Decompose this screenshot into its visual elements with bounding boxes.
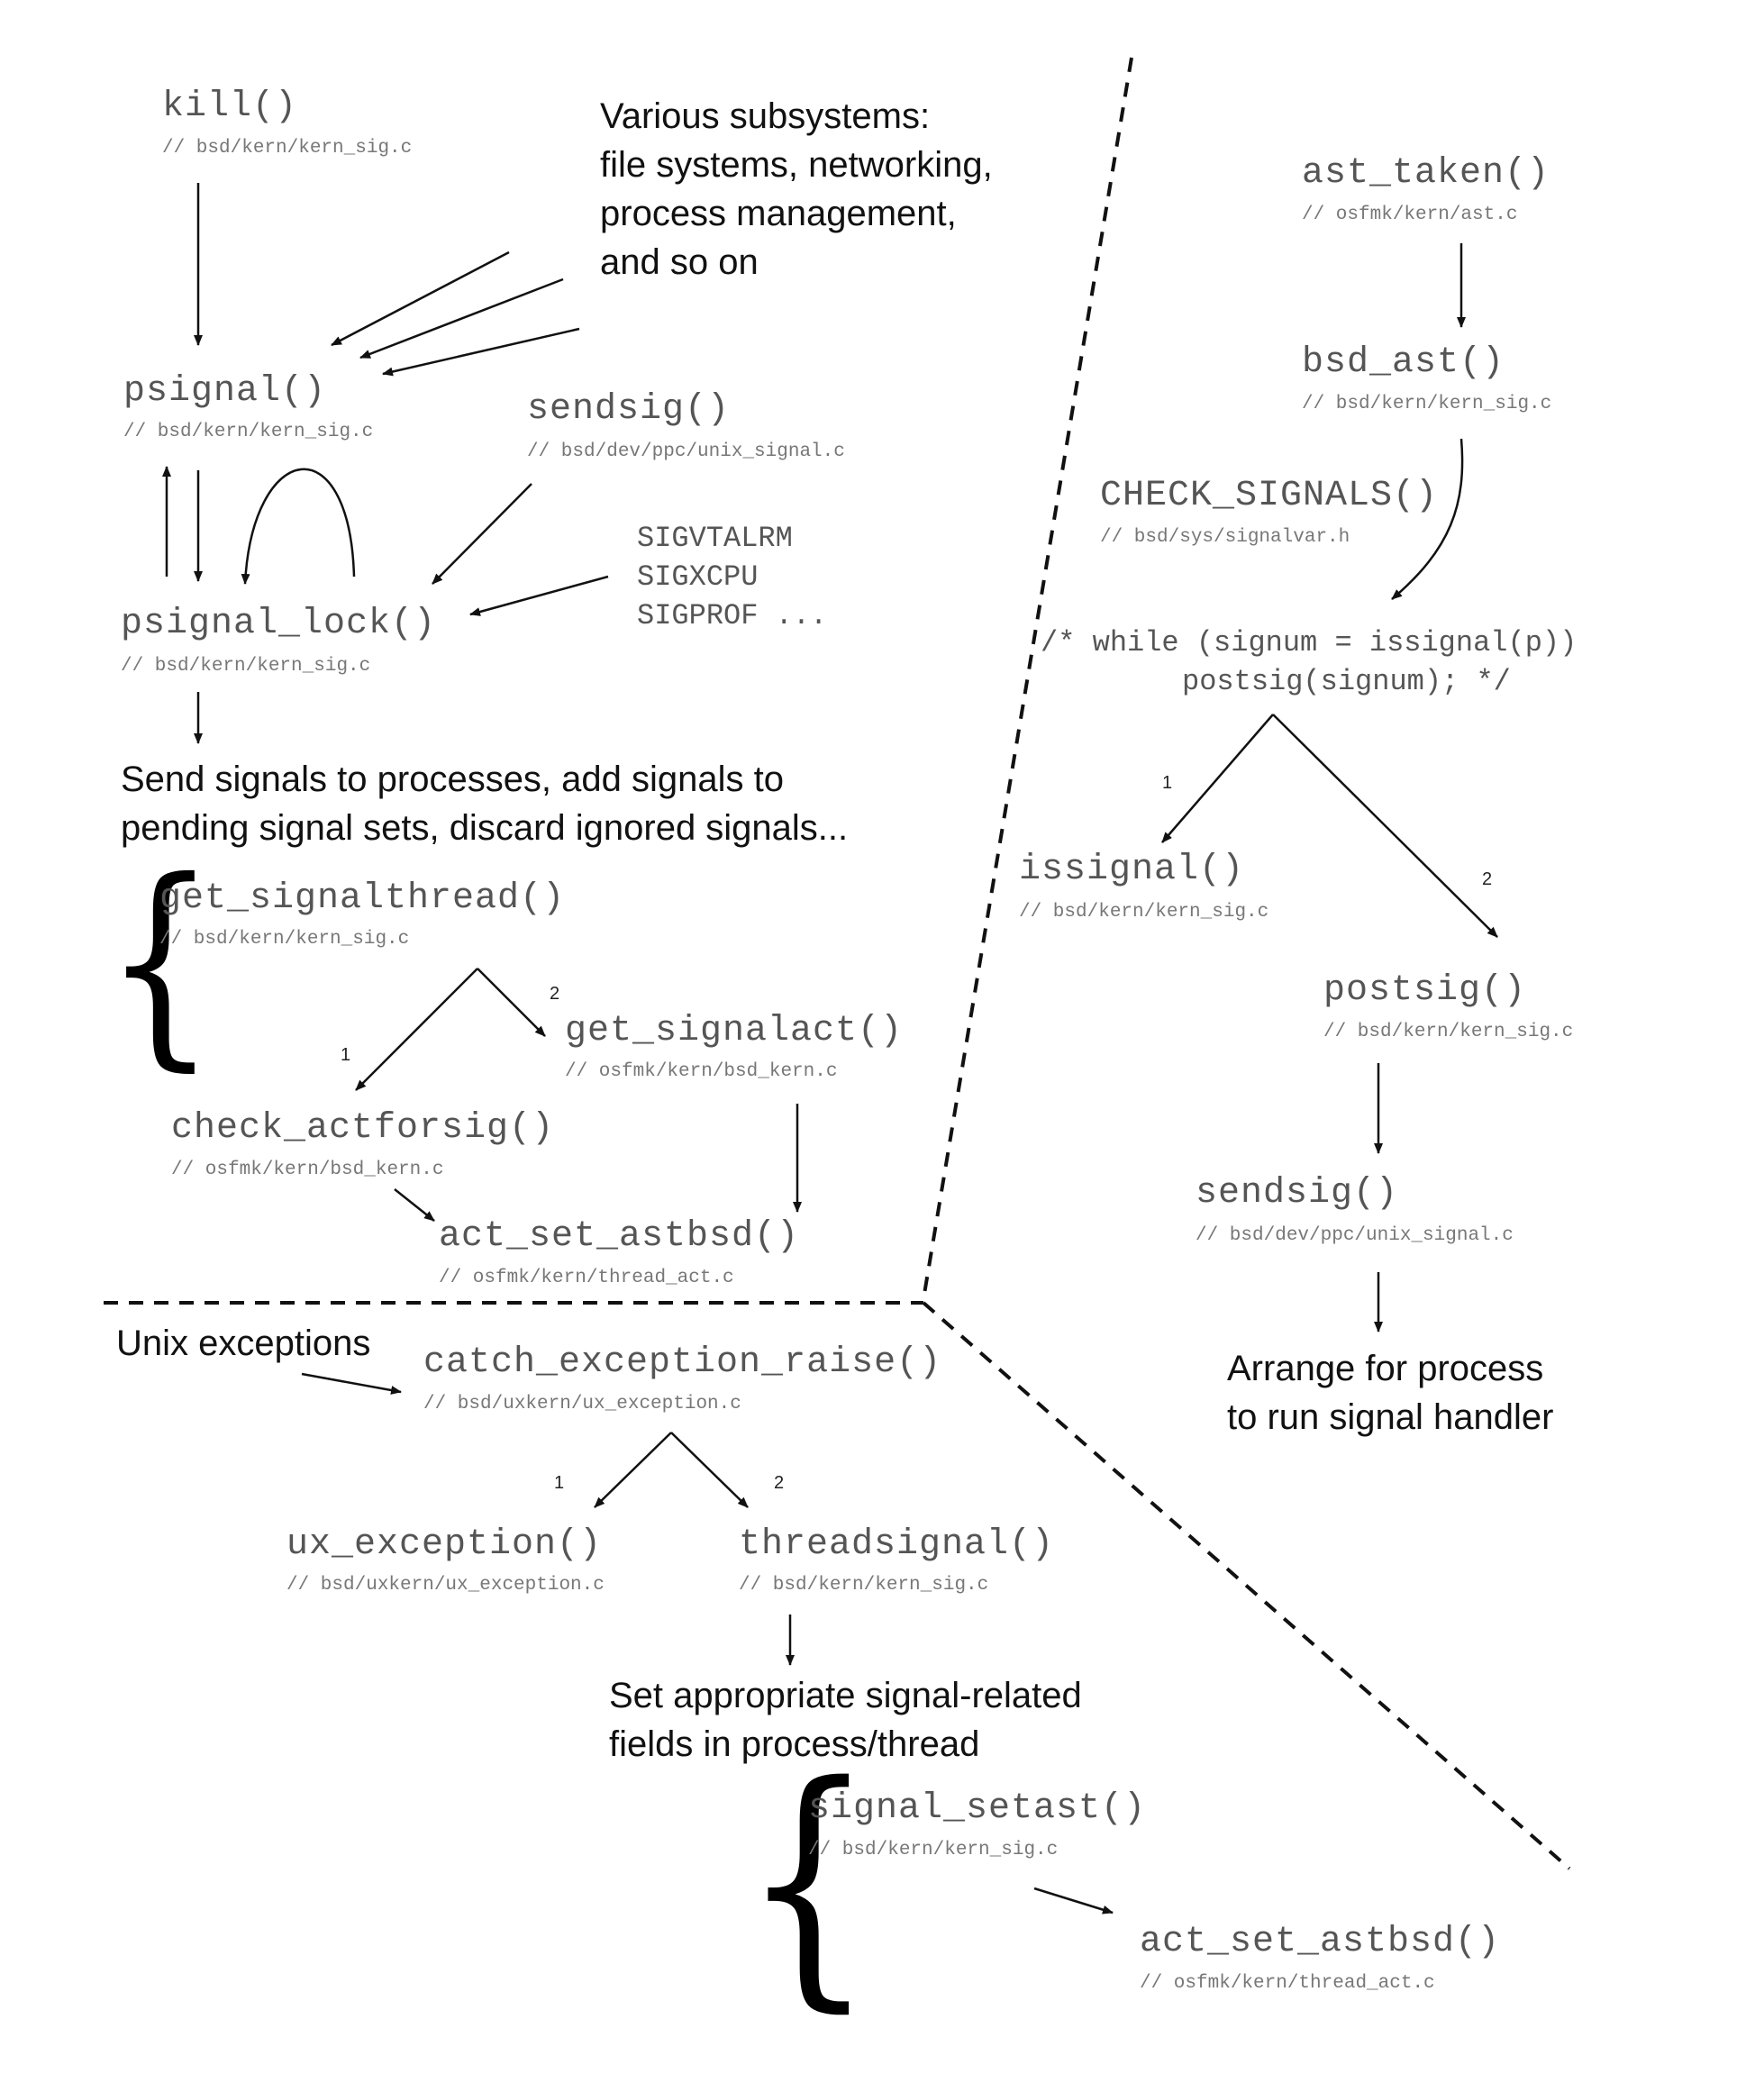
arrow-timers-to-lock: [469, 575, 609, 616]
node-postsig-path: // bsd/kern/kern_sig.c: [1323, 1022, 1574, 1042]
divider-diagonal: [922, 57, 1133, 1300]
note-subsystems-line: file systems, networking,: [600, 145, 993, 185]
arrow-setast-to-astbsd: [1033, 1887, 1114, 1915]
node-get-signalact-path: // osfmk/kern/bsd_kern.c: [565, 1061, 838, 1082]
arrow-subsystems-2: [359, 277, 564, 359]
branch-number: 2: [550, 984, 560, 1004]
note-subsystems-line: Various subsystems:: [600, 96, 931, 136]
node-act-set-astbsd-upper-path: // osfmk/kern/thread_act.c: [439, 1268, 734, 1288]
arrow-lock-recursion: [241, 468, 356, 585]
node-sendsig-right-path: // bsd/dev/ppc/unix_signal.c: [1196, 1225, 1514, 1246]
timer-signal: SIGVTALRM: [637, 522, 793, 555]
arrow-exception-2: [670, 1432, 749, 1508]
node-bsd-ast-path: // bsd/kern/kern_sig.c: [1302, 394, 1552, 414]
node-catch-exception-raise-label: catch_exception_raise(): [423, 1342, 942, 1383]
branch-number: 2: [774, 1473, 785, 1493]
timer-signal: SIGPROF ...: [637, 599, 828, 632]
node-act-set-astbsd-lower-label: act_set_astbsd(): [1140, 1922, 1501, 1962]
note-loop-comment: /* while (signum = issignal(p)) postsig(…: [1041, 623, 1577, 701]
left-brace-lower: {: [741, 1731, 876, 2034]
note-loop-comment-line: postsig(signum); */: [1182, 665, 1511, 698]
note-arrange-handler-line: to run signal handler: [1227, 1397, 1554, 1437]
arrow-sendsig-to-lock: [432, 483, 532, 585]
note-send-signals: Send signals to processes, add signals t…: [121, 755, 848, 852]
node-threadsignal-label: threadsignal(): [739, 1524, 1055, 1565]
node-threadsignal-path: // bsd/kern/kern_sig.c: [739, 1575, 989, 1596]
node-psignal-path: // bsd/kern/kern_sig.c: [123, 422, 374, 442]
node-get-signalact-label: get_signalact(): [565, 1011, 904, 1051]
node-check-signals-path: // bsd/sys/signalvar.h: [1100, 527, 1350, 548]
node-get-signalthread-label: get_signalthread(): [159, 878, 566, 919]
node-psignal-label: psignal(): [123, 371, 327, 412]
node-check-actforsig-label: check_actforsig(): [171, 1108, 555, 1149]
left-brace-upper: {: [104, 833, 217, 1090]
node-kill-label: kill(): [162, 86, 298, 127]
arrow-unixexc-to-catch: [301, 1372, 402, 1395]
note-set-fields-line: Set appropriate signal-related: [609, 1676, 1082, 1715]
node-psignal-lock-path: // bsd/kern/kern_sig.c: [121, 656, 371, 677]
arrow-subsystems-3: [382, 327, 580, 377]
node-ast-taken-label: ast_taken(): [1302, 153, 1550, 194]
branch-number: 1: [341, 1045, 351, 1065]
note-unix-exceptions: Unix exceptions: [116, 1323, 371, 1363]
arrow-actforsig-to-astbsd: [394, 1188, 435, 1222]
arrow-loop-1: [1161, 714, 1274, 843]
note-timer-signals: SIGVTALRM SIGXCPU SIGPROF ...: [637, 519, 827, 635]
node-check-signals-label: CHECK_SIGNALS(): [1100, 476, 1439, 516]
arrow-signalthread-2: [477, 968, 546, 1037]
arrow-loop-2: [1272, 714, 1498, 938]
node-signal-setast-path: // bsd/kern/kern_sig.c: [808, 1840, 1059, 1860]
node-issignal-label: issignal(): [1019, 850, 1245, 890]
branch-number: 2: [1482, 869, 1493, 889]
node-ast-taken-path: // osfmk/kern/ast.c: [1302, 205, 1518, 225]
node-sendsig-left-path: // bsd/dev/ppc/unix_signal.c: [527, 441, 845, 462]
note-arrange-handler: Arrange for process to run signal handle…: [1227, 1344, 1553, 1442]
arrow-signalthread-1: [355, 968, 478, 1091]
arrow-bsdast-to-loop: [1391, 438, 1464, 600]
arrow-subsystems-1: [331, 250, 510, 347]
node-sendsig-left-label: sendsig(): [527, 389, 731, 430]
node-sendsig-right-label: sendsig(): [1196, 1173, 1399, 1214]
note-send-signals-line: Send signals to processes, add signals t…: [121, 759, 784, 799]
note-loop-comment-line: /* while (signum = issignal(p)): [1041, 626, 1578, 659]
note-set-fields-line: fields in process/thread: [609, 1724, 980, 1764]
branch-number: 1: [554, 1473, 565, 1493]
note-arrange-handler-line: Arrange for process: [1227, 1349, 1544, 1388]
node-signal-setast-label: signal_setast(): [808, 1788, 1147, 1829]
node-get-signalthread-path: // bsd/kern/kern_sig.c: [159, 929, 410, 950]
note-subsystems: Various subsystems: file systems, networ…: [600, 92, 993, 287]
note-set-fields: Set appropriate signal-related fields in…: [609, 1671, 1082, 1769]
node-postsig-label: postsig(): [1323, 970, 1527, 1011]
node-act-set-astbsd-upper-label: act_set_astbsd(): [439, 1216, 800, 1257]
note-subsystems-line: and so on: [600, 242, 759, 282]
node-ux-exception-path: // bsd/uxkern/ux_exception.c: [286, 1575, 605, 1596]
branch-number: 1: [1162, 773, 1173, 793]
node-bsd-ast-label: bsd_ast(): [1302, 342, 1505, 383]
note-send-signals-line: pending signal sets, discard ignored sig…: [121, 808, 849, 848]
node-ux-exception-label: ux_exception(): [286, 1524, 603, 1565]
node-psignal-lock-label: psignal_lock(): [121, 604, 437, 644]
node-issignal-path: // bsd/kern/kern_sig.c: [1019, 902, 1269, 923]
node-check-actforsig-path: // osfmk/kern/bsd_kern.c: [171, 1160, 444, 1180]
note-subsystems-line: process management,: [600, 194, 957, 233]
node-kill-path: // bsd/kern/kern_sig.c: [162, 138, 413, 159]
timer-signal: SIGXCPU: [637, 560, 759, 594]
arrow-exception-1: [594, 1432, 672, 1508]
node-catch-exception-raise-path: // bsd/uxkern/ux_exception.c: [423, 1394, 741, 1414]
divider-lower-diagonal: [922, 1301, 1571, 1870]
node-act-set-astbsd-lower-path: // osfmk/kern/thread_act.c: [1140, 1973, 1435, 1994]
